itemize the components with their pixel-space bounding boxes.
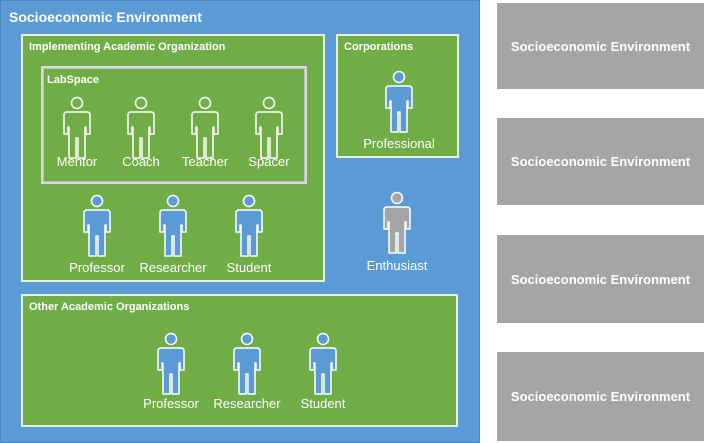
spacer-person-icon bbox=[249, 96, 289, 160]
environment-title: Socioeconomic Environment bbox=[9, 9, 202, 25]
side-environment-box: Socioeconomic Environment bbox=[497, 118, 704, 205]
implementing-organization-title: Implementing Academic Organization bbox=[29, 41, 226, 53]
enthusiast-person-icon bbox=[377, 191, 417, 255]
labspace-title: LabSpace bbox=[47, 74, 99, 86]
teacher-person-icon bbox=[185, 96, 225, 160]
professional-person-icon bbox=[379, 70, 419, 134]
labspace-member-label: Teacher bbox=[181, 154, 229, 169]
researcher-person-icon bbox=[227, 332, 267, 396]
mentor-person-icon bbox=[57, 96, 97, 160]
member-label: Researcher bbox=[139, 260, 207, 275]
labspace-member-label: Coach bbox=[122, 154, 160, 169]
corporations-title: Corporations bbox=[344, 41, 414, 53]
member-label: Student bbox=[226, 260, 272, 275]
member-label: Student bbox=[300, 396, 346, 411]
member-label: Professor bbox=[69, 260, 125, 275]
other-organizations-title: Other Academic Organizations bbox=[29, 301, 190, 313]
student-person-icon bbox=[229, 194, 269, 258]
implementing-academic-organization-box: Implementing Academic Organization LabSp… bbox=[21, 34, 325, 282]
corporations-box: Corporations Professional bbox=[336, 34, 459, 158]
other-academic-organizations-box: Other Academic Organizations Professor R… bbox=[21, 294, 458, 427]
labspace-member-label: Spacer bbox=[248, 154, 290, 169]
side-environment-box: Socioeconomic Environment bbox=[497, 3, 704, 89]
student-person-icon bbox=[303, 332, 343, 396]
professor-person-icon bbox=[77, 194, 117, 258]
side-environment-box: Socioeconomic Environment bbox=[497, 235, 704, 323]
member-label: Professional bbox=[363, 136, 435, 151]
coach-person-icon bbox=[121, 96, 161, 160]
member-label: Researcher bbox=[213, 396, 281, 411]
professor-person-icon bbox=[151, 332, 191, 396]
socioeconomic-environment-panel: Socioeconomic Environment Implementing A… bbox=[0, 0, 480, 443]
researcher-person-icon bbox=[153, 194, 193, 258]
member-label: Professor bbox=[143, 396, 199, 411]
labspace-member-label: Mentor bbox=[56, 154, 98, 169]
labspace-box: LabSpace Mentor Coach Teacher Spacer bbox=[41, 66, 307, 184]
side-environment-box: Socioeconomic Environment bbox=[497, 352, 704, 441]
enthusiast-label: Enthusiast bbox=[366, 258, 428, 273]
